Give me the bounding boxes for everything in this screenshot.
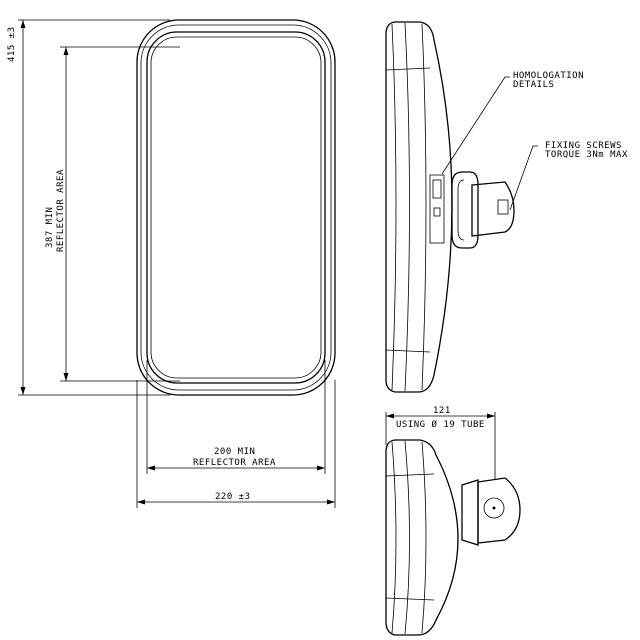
depth-label: 121 xyxy=(433,406,451,416)
overall-height-label: 415 ±3 xyxy=(7,26,17,62)
mirror-bottom-view: 121 USING Ø 19 TUBE xyxy=(385,406,521,636)
dimension-reflector-height: 387 MIN REFLECTOR AREA xyxy=(45,46,180,382)
mirror-side-view: HOMOLOGATION DETAILS FIXING SCREWS TORQU… xyxy=(385,21,628,393)
fixing-screws-label-line1: FIXING SCREWS xyxy=(545,141,622,151)
reflector-width-value: 200 MIN xyxy=(214,447,255,457)
homologation-label-line1: HOMOLOGATION xyxy=(513,71,584,81)
dimension-overall-height: 415 ±3 xyxy=(7,19,170,396)
tube-note: USING Ø 19 TUBE xyxy=(396,419,485,430)
reflector-width-label: REFLECTOR AREA xyxy=(193,458,276,468)
dimension-reflector-width: 200 MIN REFLECTOR AREA xyxy=(146,360,326,474)
reflector-height-value: 387 MIN xyxy=(45,207,55,248)
reflector-height-label: REFLECTOR AREA xyxy=(56,169,66,252)
dimension-overall-width: 220 ±3 xyxy=(136,380,336,508)
homologation-label-line2: DETAILS xyxy=(513,80,554,90)
overall-width-label: 220 ±3 xyxy=(215,492,251,502)
fixing-screws-label-line2: TORQUE 3Nm MAX xyxy=(545,150,628,160)
mirror-front-view xyxy=(136,19,336,396)
